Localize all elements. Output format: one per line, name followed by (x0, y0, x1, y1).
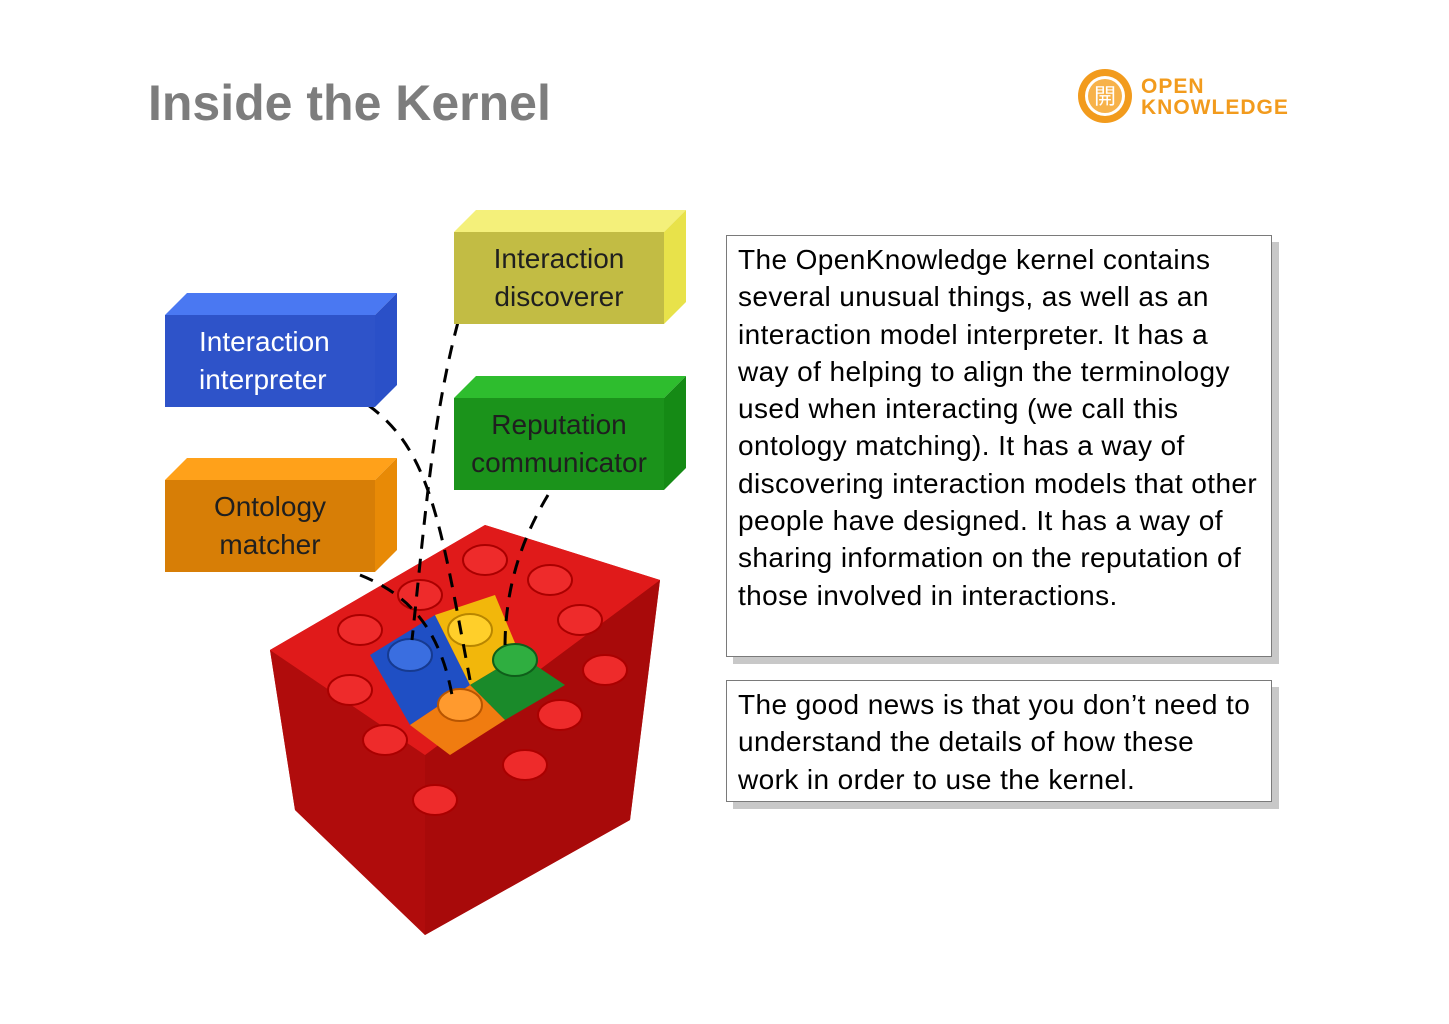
interaction-interpreter-block: Interaction interpreter (165, 293, 397, 407)
interaction-discoverer-label: Interaction discoverer (454, 232, 664, 324)
interaction-interpreter-label: Interaction interpreter (165, 315, 375, 407)
logo-glyph: 開 (1094, 85, 1116, 110)
lego-brick-photo (270, 525, 660, 935)
interaction-discoverer-block: Interaction discoverer (454, 210, 686, 324)
kernel-description-textbox: The OpenKnowledge kernel contains severa… (726, 235, 1272, 657)
logo-line-2: KNOWLEDGE (1141, 96, 1289, 119)
reputation-communicator-label: Reputation communicator (454, 398, 664, 490)
openknowledge-logo: 開 OPEN KNOWLEDGE (1075, 66, 1315, 130)
slide-title: Inside the Kernel (148, 75, 551, 131)
ontology-matcher-block: Ontology matcher (165, 458, 397, 572)
logo-emblem-icon: 開 (1078, 69, 1132, 123)
reputation-communicator-block: Reputation communicator (454, 376, 686, 490)
logo-line-1: OPEN (1141, 75, 1205, 98)
ontology-matcher-label: Ontology matcher (165, 480, 375, 572)
good-news-textbox: The good news is that you don’t need to … (726, 680, 1272, 802)
